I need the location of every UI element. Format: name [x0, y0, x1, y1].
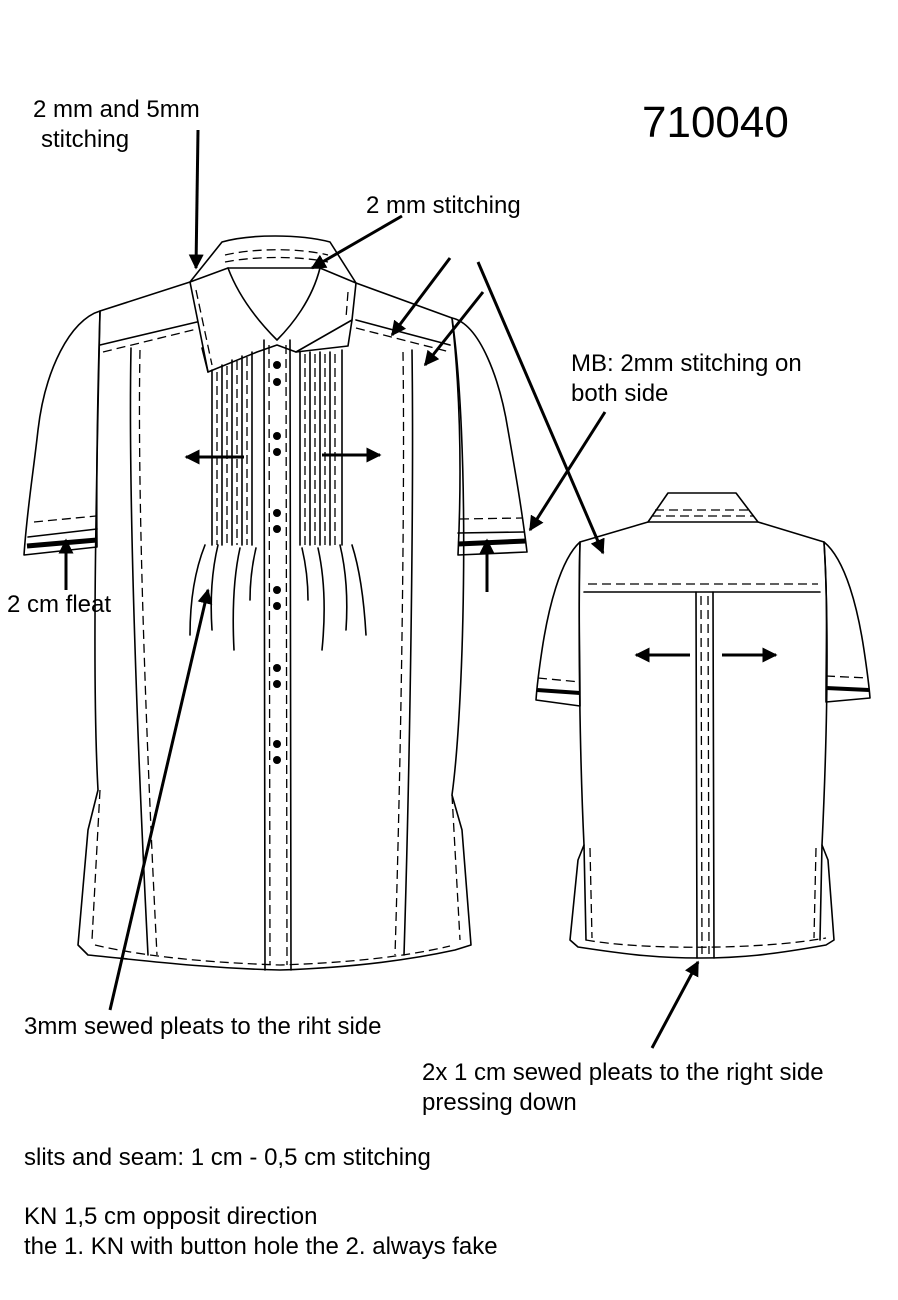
- back-pleats-label-line2: pressing down: [422, 1089, 577, 1116]
- slits-note: slits and seam: 1 cm - 0,5 cm stitching: [24, 1144, 431, 1171]
- front-collar: [189, 235, 357, 373]
- mb-stitching-label-line1: MB: 2mm stitching on: [571, 350, 802, 377]
- style-number: 710040: [642, 98, 789, 147]
- callout-arrows: [58, 129, 700, 1049]
- kn-note-line1: KN 1,5 cm opposit direction: [24, 1203, 318, 1230]
- yoke-callout-arrow: [310, 214, 403, 270]
- front-left-sleeve: [23, 310, 101, 556]
- back-pleats-label-line1: 2x 1 cm sewed pleats to the right side: [422, 1059, 824, 1086]
- seam-callout-arrow: [423, 291, 485, 367]
- back-pleats-arrow: [650, 960, 700, 1049]
- collar-stitching-label-line1: 2 mm and 5mm: [33, 96, 200, 123]
- back-yoke-callout-arrow: [476, 261, 605, 555]
- collar-stitching-label-line2: stitching: [41, 126, 130, 153]
- front-right-sleeve: [451, 317, 528, 556]
- front-pleats-arrow: [108, 588, 213, 1011]
- yoke-stitching-label: 2 mm stitching: [366, 192, 521, 219]
- front-pleats-label: 3mm sewed pleats to the riht side: [24, 1013, 382, 1040]
- back-right-sleeve: [823, 541, 871, 703]
- back-left-sleeve: [535, 541, 581, 707]
- sleeve-fleat-label: 2 cm fleat: [7, 591, 112, 618]
- back-shirt: [535, 492, 871, 959]
- front-shirt: [23, 235, 528, 971]
- front-yoke-callout-arrow: [390, 257, 452, 337]
- collar-callout-arrow: [188, 129, 204, 270]
- mb-stitching-label-line2: both side: [571, 380, 669, 407]
- mb-callout-arrow: [528, 411, 607, 532]
- front-body-outline: [77, 267, 472, 971]
- front-right-pleats: [299, 349, 367, 651]
- front-left-pleats: [189, 351, 257, 651]
- kn-note-line2: the 1. KN with button hole the 2. always…: [24, 1233, 498, 1260]
